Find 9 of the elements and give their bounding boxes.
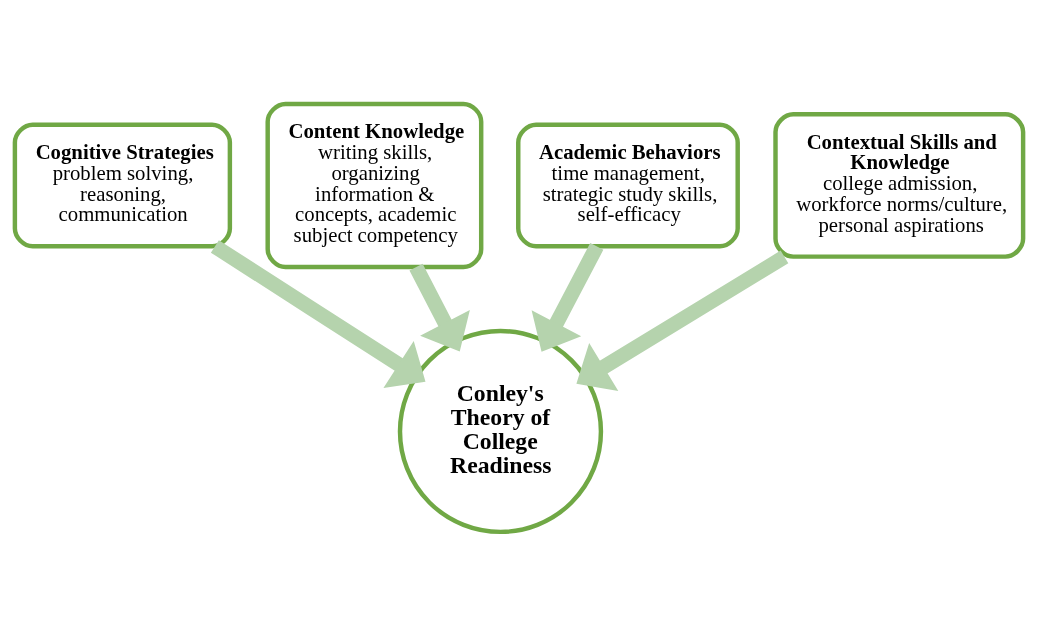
node-circle: Conley's Theory of College Readiness	[397, 328, 604, 534]
node-box: Cognitive Strategies problem solving, reasoning, communication	[12, 121, 233, 248]
arrow	[576, 250, 789, 391]
arrow	[531, 242, 604, 352]
node-box: Academic Behaviors time management, strategic study skills, self-efficacy	[516, 121, 740, 248]
arrow	[409, 263, 470, 351]
node-box: Contextual Skills and Knowledge college admission, workforce norms/culture, personal aspirations	[773, 111, 1026, 259]
node-box: Content Knowledge writing skills, organizing information & concepts, academic subject competency	[265, 101, 484, 269]
arrow	[210, 239, 426, 388]
